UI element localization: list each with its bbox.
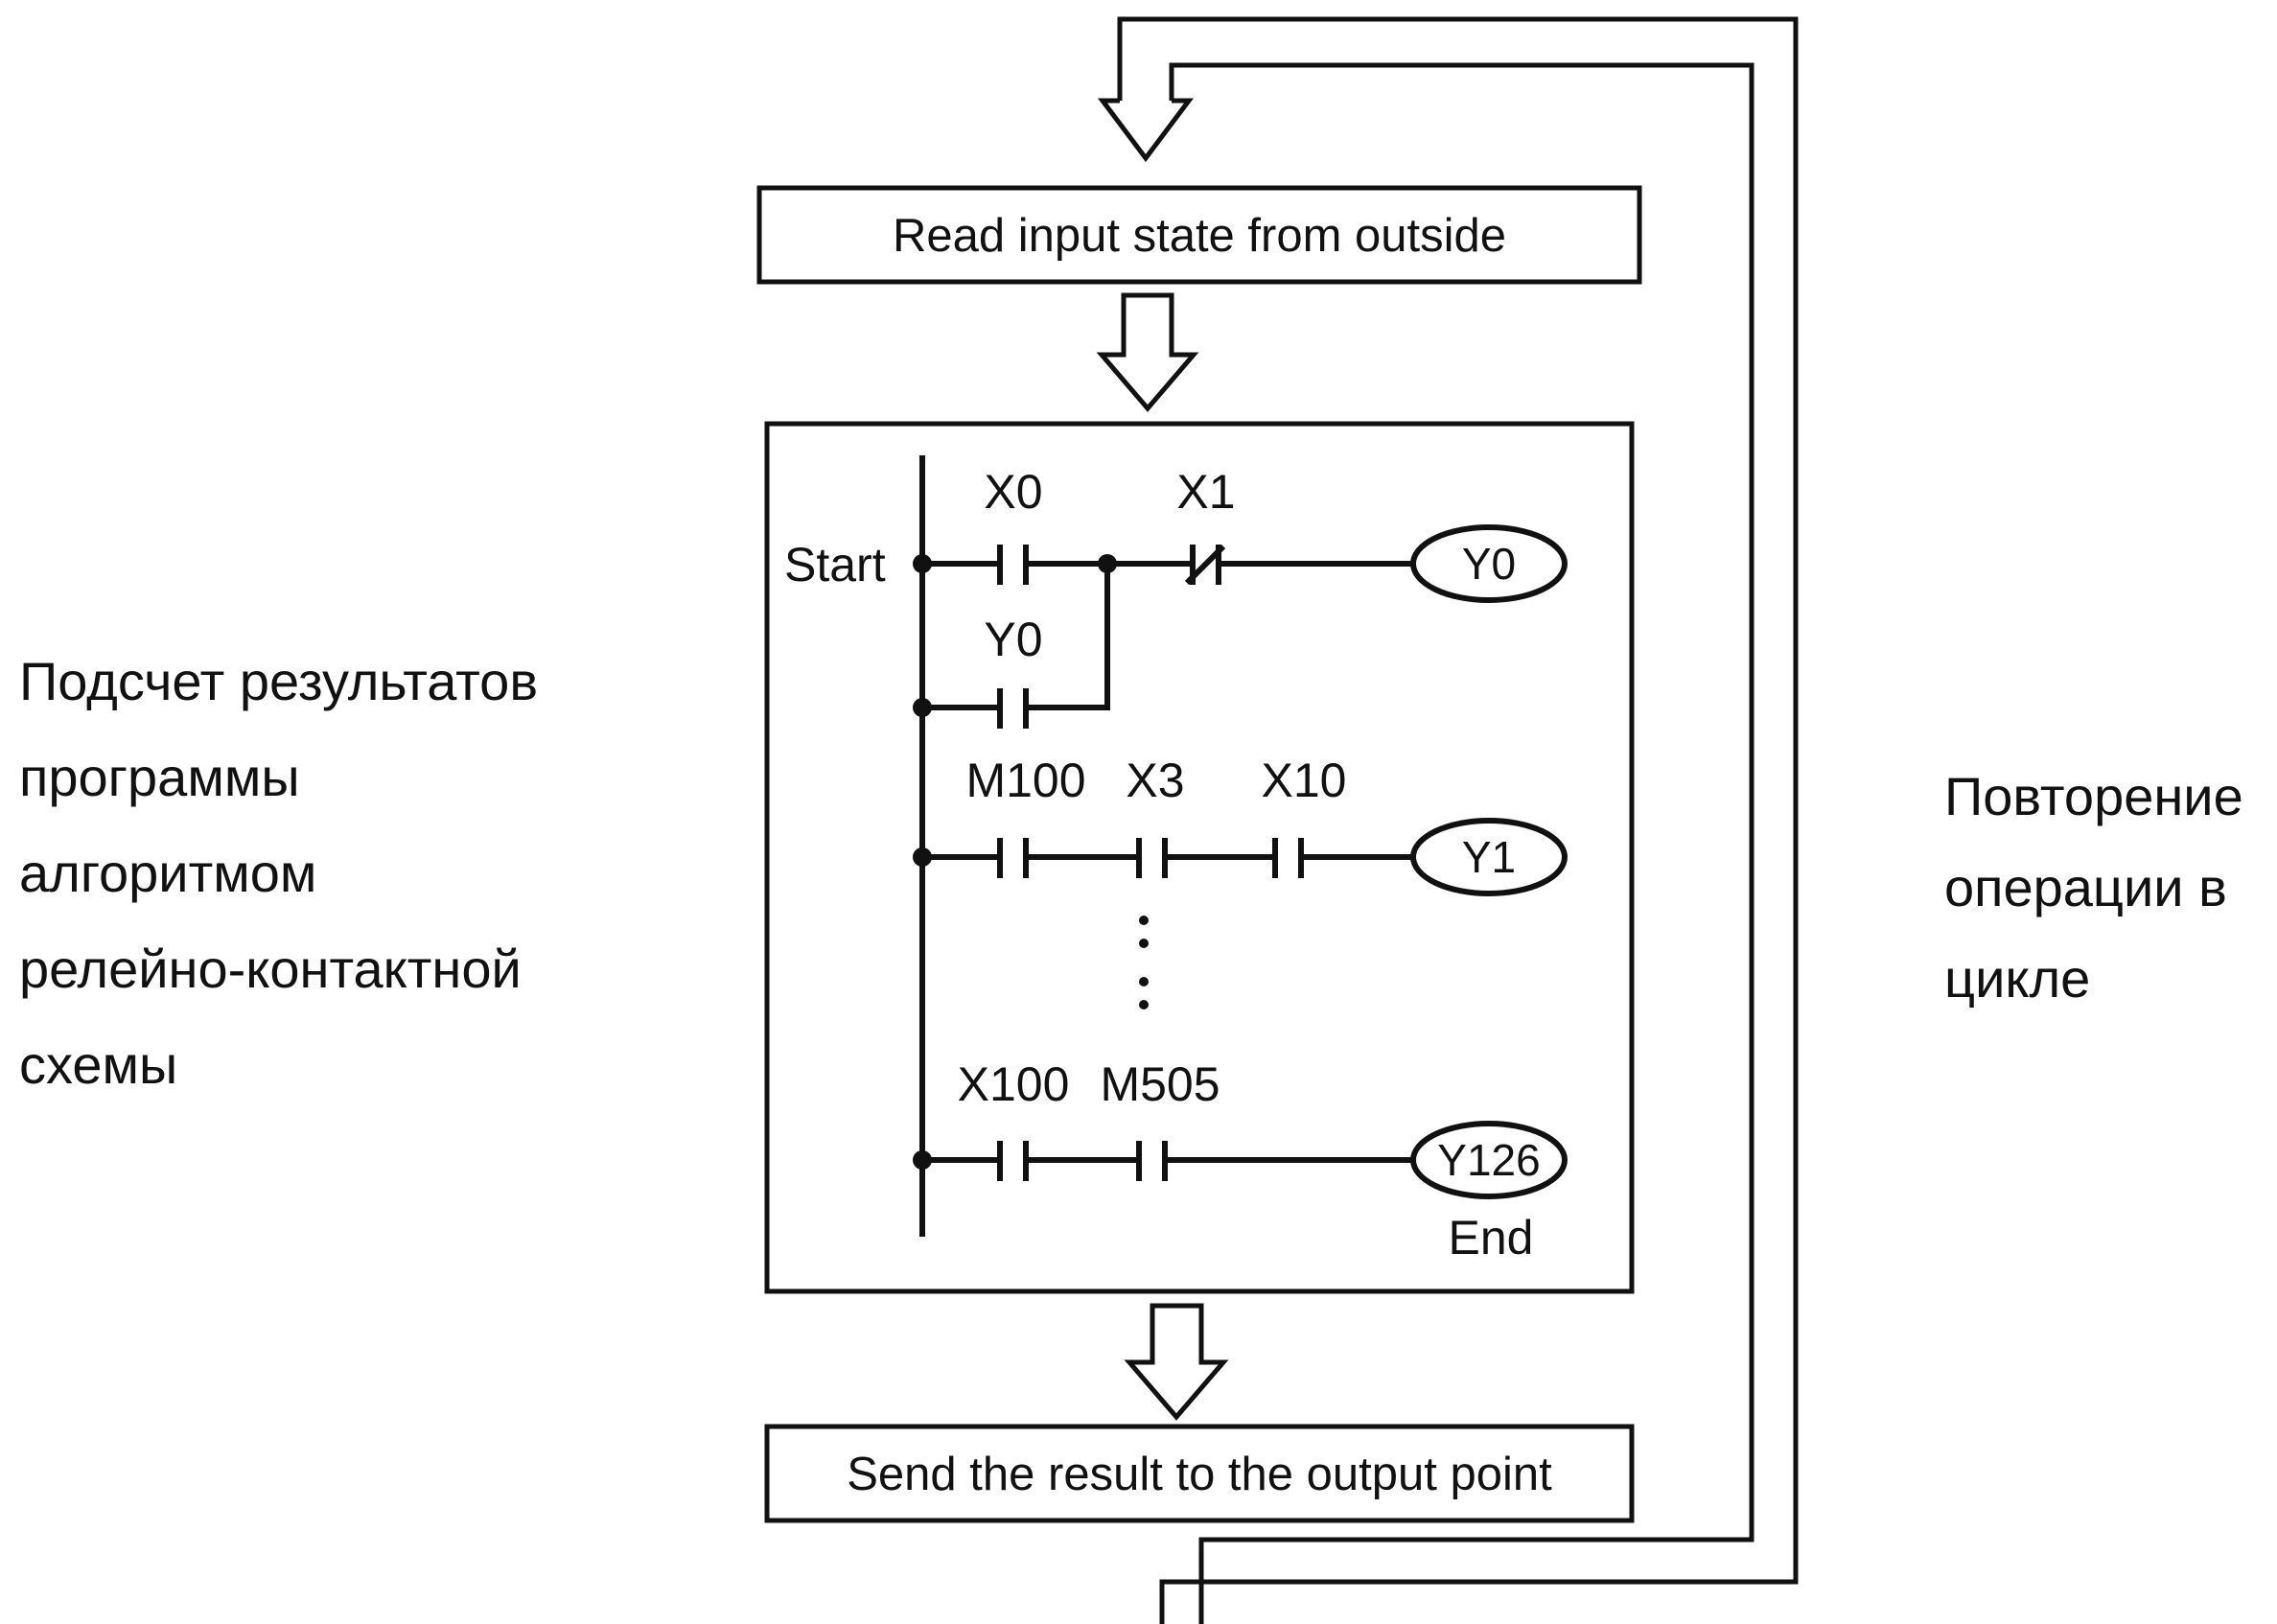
- read-input-box: [756, 185, 1642, 285]
- right-note-line-3: цикле: [1944, 948, 2090, 1009]
- left-note-line-4: релейно-контактной: [19, 939, 522, 999]
- contact-m100-label: M100: [965, 754, 1085, 807]
- coil-y0: [1410, 524, 1568, 603]
- right-note-line-2: операции в: [1944, 857, 2227, 917]
- coil-y1: [1410, 818, 1568, 896]
- coil-y126: [1410, 1121, 1568, 1199]
- left-note: Подсчет результатов программы алгоритмом…: [19, 651, 538, 1095]
- contact-x1-label: X1: [1176, 465, 1235, 519]
- arrow-into-read-box: [1098, 98, 1194, 163]
- contact-y0-branch-label: Y0: [984, 613, 1042, 666]
- contact-x100-label: X100: [958, 1057, 1070, 1111]
- send-output-box: [764, 1424, 1635, 1523]
- left-note-line-5: схемы: [19, 1034, 177, 1095]
- contact-x10-label: X10: [1262, 754, 1347, 807]
- arrow-ladder-to-send: [1124, 1303, 1229, 1421]
- send-output-label: Send the result to the output point: [847, 1449, 1552, 1500]
- loop-inner-line: [1169, 62, 1754, 1624]
- right-note-line-1: Повторение: [1944, 766, 2243, 826]
- coil-y126-label: Y126: [1437, 1135, 1540, 1185]
- left-note-line-1: Подсчет результатов: [19, 651, 538, 711]
- left-note-line-3: алгоритмом: [19, 843, 316, 903]
- coil-y1-label: Y1: [1462, 832, 1516, 882]
- arrow-read-to-ladder: [1096, 292, 1199, 412]
- contact-x3-label: X3: [1126, 754, 1184, 807]
- read-input-label: Read input state from outside: [893, 210, 1506, 262]
- ellipsis-dots: [1139, 916, 1149, 1009]
- left-note-line-2: программы: [19, 747, 300, 807]
- contact-x0-label: X0: [984, 465, 1042, 519]
- loop-outer-line: [1117, 16, 1799, 1624]
- coil-y0-label: Y0: [1462, 539, 1516, 589]
- end-label: End: [1449, 1211, 1534, 1264]
- start-label: Start: [784, 538, 886, 592]
- contact-m505-label: M505: [1100, 1057, 1220, 1111]
- right-note: Повторение операции в цикле: [1944, 766, 2243, 1009]
